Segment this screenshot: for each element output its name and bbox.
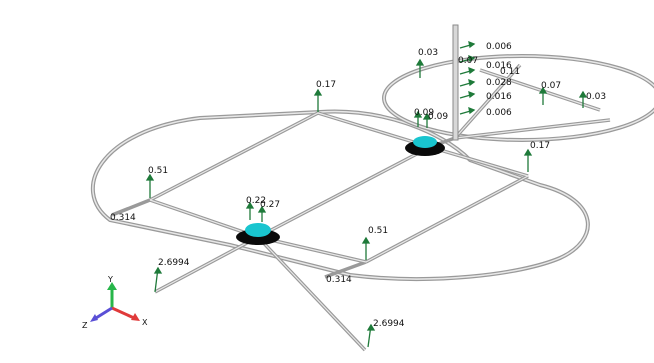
load-label: 0.314 [110,213,136,223]
hub-upper [405,136,445,156]
load-label: 0.09 [428,112,448,122]
axis-triad[interactable]: Y X Z [82,275,148,330]
left-ring [90,109,590,281]
load-label: 0.016 [486,92,512,102]
load-label: 0.11 [500,67,520,77]
load-label: 0.22 [246,196,266,206]
load-label: 0.028 [486,78,512,88]
load-label: 2.6994 [158,258,190,268]
load-label: 0.03 [418,48,438,58]
load-label: 0.03 [586,92,606,102]
load-label: 0.07 [541,81,561,91]
load-label: 0.006 [486,108,512,118]
load-label: 0.27 [260,200,280,210]
hub-lower [236,223,280,245]
axis-y-label: Y [107,275,113,284]
load-label: 0.314 [326,275,352,285]
vertical-mast [452,24,459,141]
axis-x-label: X [142,318,148,327]
load-label: 0.51 [148,166,168,176]
load-label: 0.09 [414,108,434,118]
load-label: 0.17 [316,80,336,90]
load-label: 0.016 [486,61,512,71]
right-ring [382,54,654,142]
load-label: 0.51 [368,226,388,236]
load-arrows [145,40,588,348]
frame-beams [111,63,611,352]
load-label: 0.17 [530,141,550,151]
load-label: 2.6994 [373,319,405,329]
axis-z-label: Z [82,321,88,330]
load-label: 0.07 [458,56,478,66]
load-label: 0.006 [486,42,512,52]
load-label-group: 0.006 0.016 0.03 0.07 0.11 0.028 0.016 0… [110,42,606,329]
